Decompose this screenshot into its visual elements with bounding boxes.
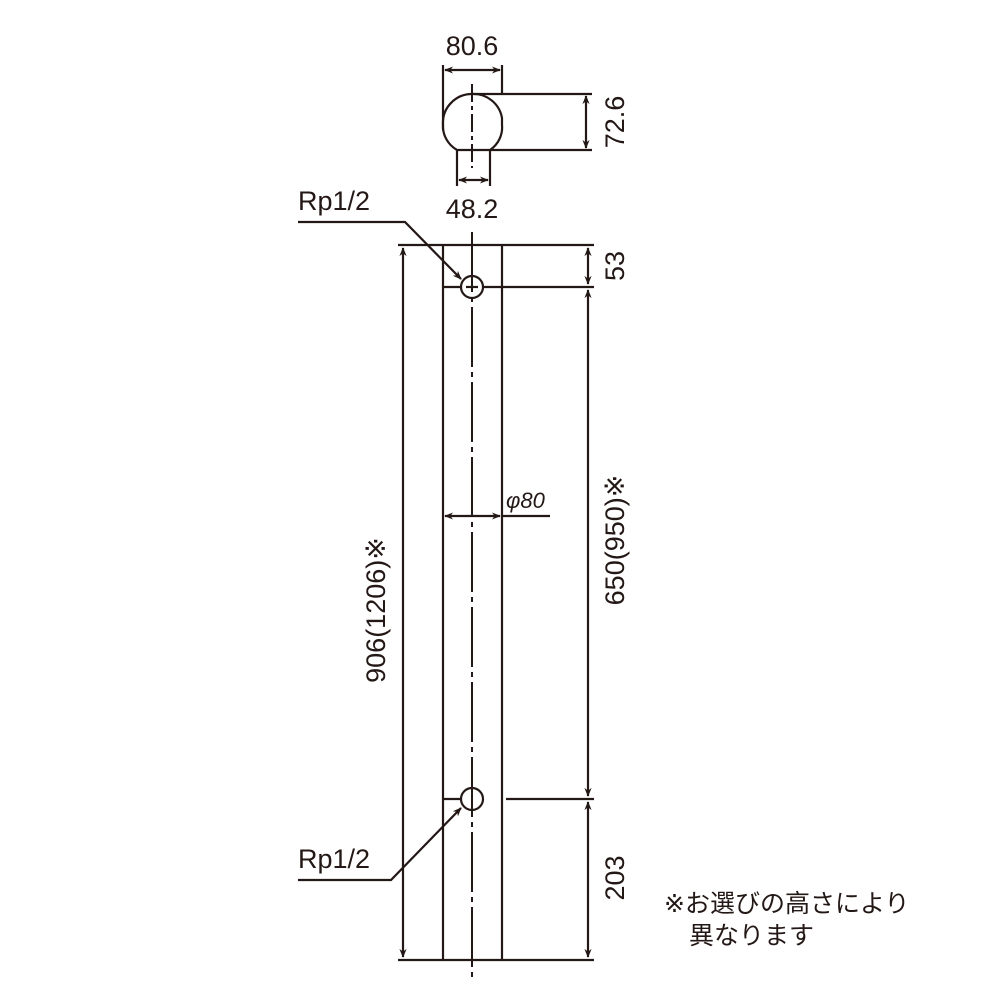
top-offset-label: 53 [600,251,630,281]
top-connection-label: Rp1/2 [298,186,370,216]
stem-width-label: 48.2 [446,194,499,224]
note-line-2: 異なります [664,921,815,950]
diameter-label: φ80 [506,488,546,513]
pipe-spacing-label: 650(950)※ [600,475,630,606]
bottom-connection-label: Rp1/2 [298,844,370,874]
note-line-1: ※お選びの高さにより [664,889,910,918]
height-note: ※お選びの高さにより 異なります [664,888,909,952]
bottom-offset-label: 203 [600,855,630,900]
top-width-label: 80.6 [446,31,499,61]
front-view-pipe [298,220,594,980]
top-height-label: 72.6 [600,96,630,149]
total-height-label: 906(1206)※ [361,537,391,683]
top-view-knob [441,65,592,186]
